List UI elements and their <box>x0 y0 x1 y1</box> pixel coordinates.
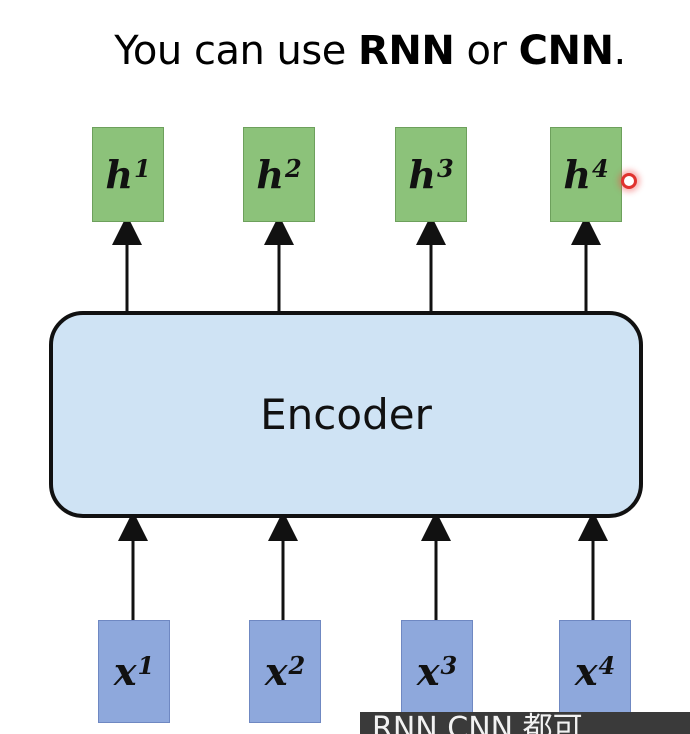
laser-pointer-icon <box>621 173 637 189</box>
encoder-block: Encoder <box>49 311 643 518</box>
cnn-keyword: CNN <box>518 28 614 74</box>
slide-title: You can use RNN or CNN. <box>114 28 626 74</box>
subtitle-text: RNN CNN 都可 <box>372 712 583 734</box>
subtitle-bar: RNN CNN 都可 <box>360 712 690 734</box>
rnn-keyword: RNN <box>358 28 455 74</box>
encoder-label: Encoder <box>260 390 432 439</box>
